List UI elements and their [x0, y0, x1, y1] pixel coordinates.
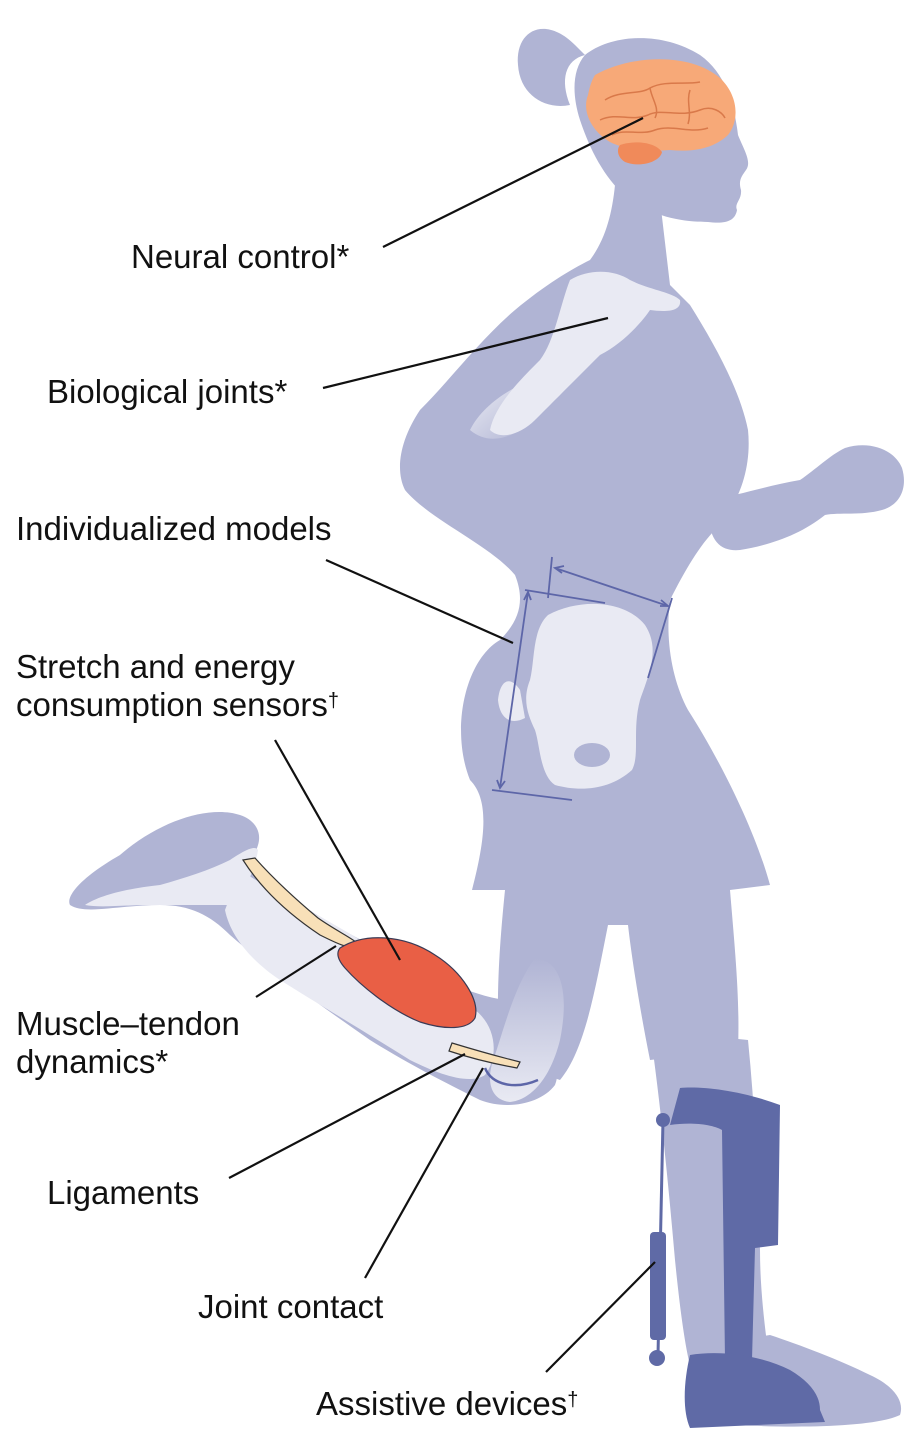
label-muscle-tendon-line1: Muscle–tendon	[16, 1005, 240, 1043]
label-muscle-tendon: Muscle–tendon dynamics*	[16, 1005, 240, 1081]
label-biological-joints: Biological joints*	[47, 373, 287, 411]
label-neural-control: Neural control*	[131, 238, 349, 276]
label-ligaments: Ligaments	[47, 1174, 199, 1212]
label-stretch-sensors: Stretch and energy consumption sensors†	[16, 648, 339, 724]
label-assistive-devices: Assistive devices†	[316, 1385, 578, 1423]
leader-joint-contact	[365, 1068, 483, 1278]
label-muscle-tendon-line2: dynamics*	[16, 1043, 240, 1081]
label-stretch-sensors-line1: Stretch and energy	[16, 648, 339, 686]
label-individualized-models: Individualized models	[16, 510, 332, 548]
label-joint-contact: Joint contact	[198, 1288, 383, 1326]
leader-neural-control	[383, 118, 643, 247]
label-stretch-sensors-line2: consumption sensors†	[16, 686, 339, 724]
leader-ligaments	[229, 1054, 465, 1178]
leader-assistive-devices	[546, 1262, 655, 1372]
leader-individualized-models	[326, 560, 513, 643]
